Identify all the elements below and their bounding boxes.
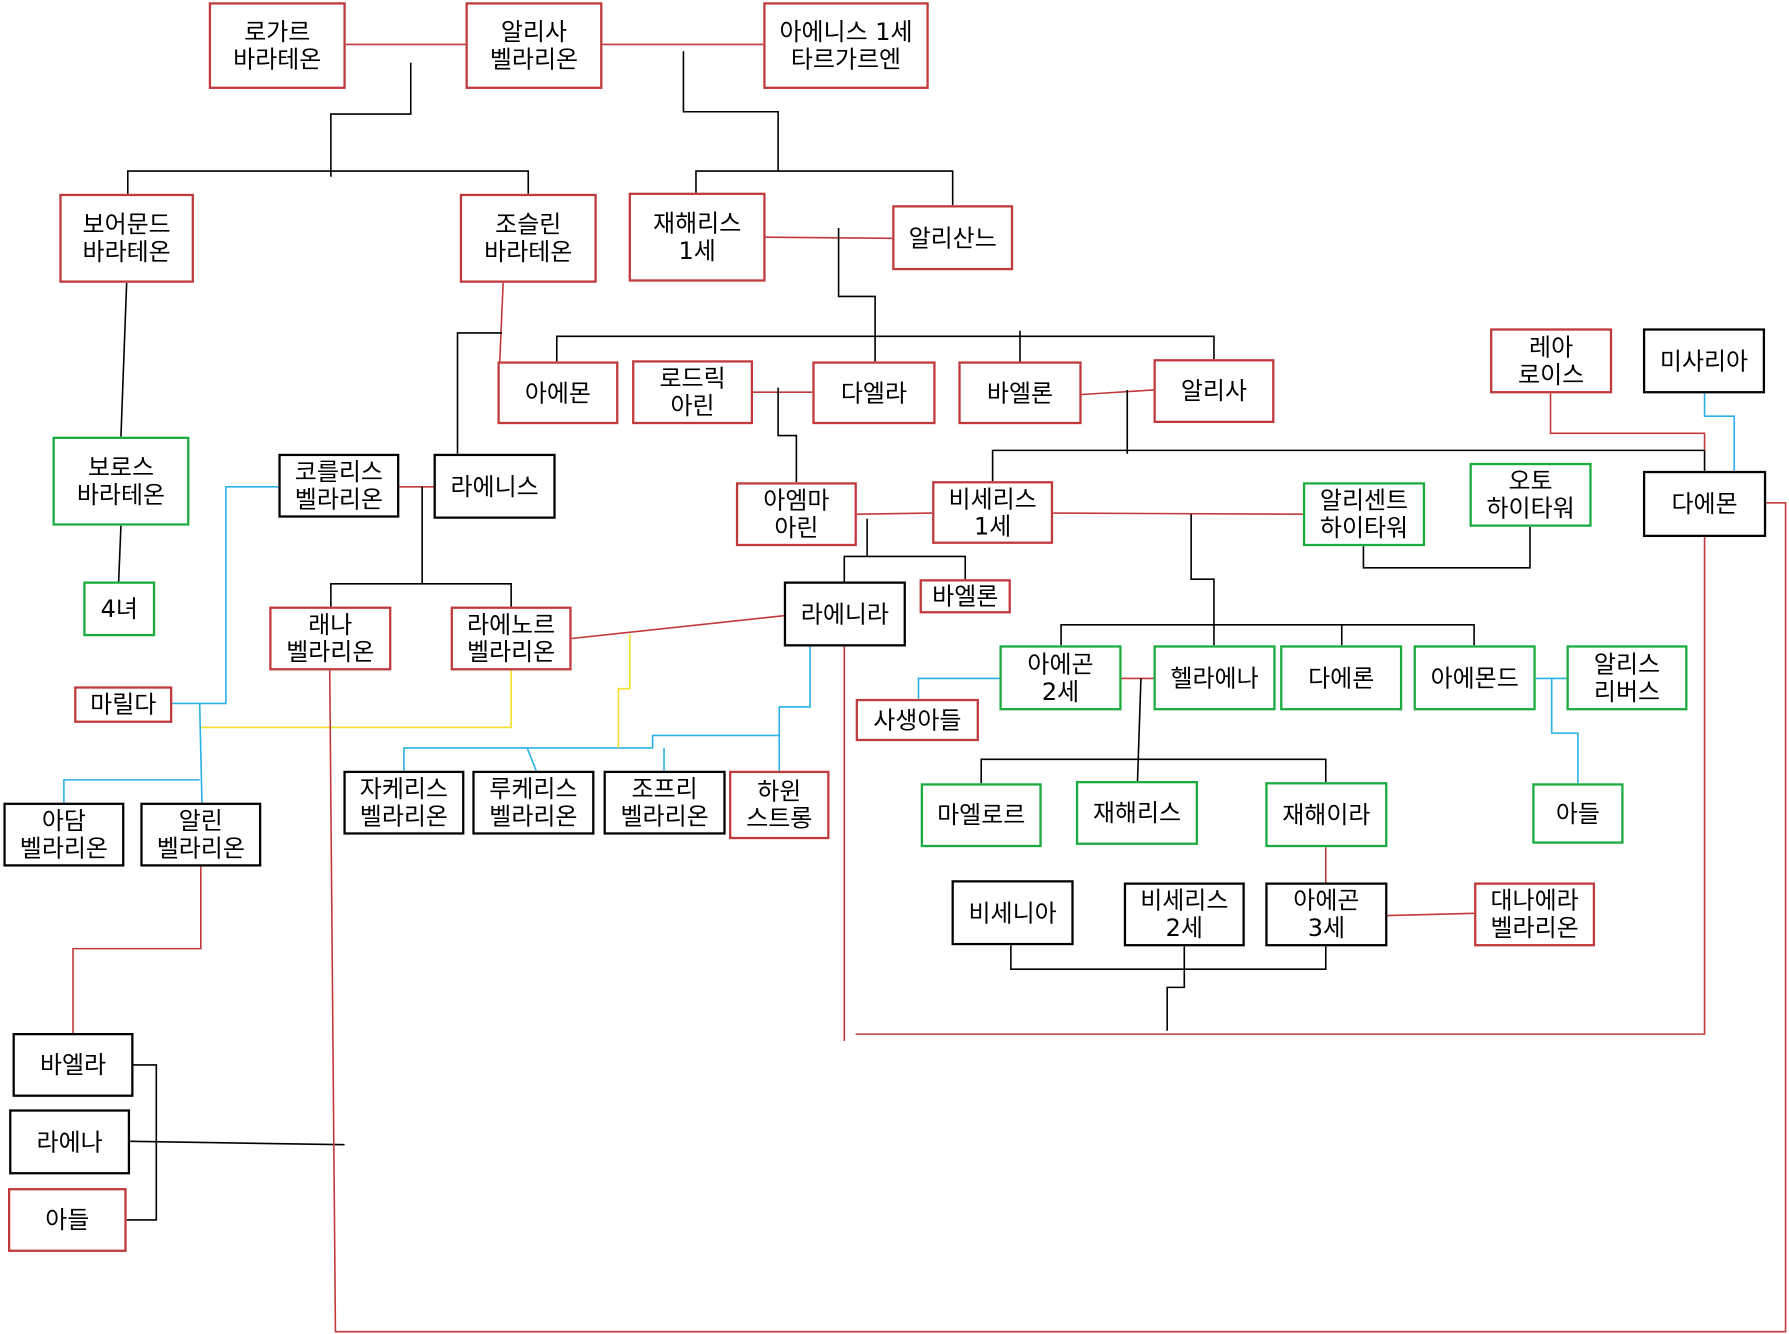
node-visenya: 비세니아 bbox=[951, 880, 1074, 946]
connector-black-13 bbox=[120, 282, 128, 437]
connector-red-12 bbox=[1081, 389, 1154, 396]
node-aemma: 아엠마 아린 bbox=[735, 482, 857, 547]
connector-black-56 bbox=[130, 1140, 345, 1146]
node-viserys-2: 비세리스 2세 bbox=[1123, 882, 1245, 947]
connector-blue-42 bbox=[1703, 393, 1736, 471]
connector-black-36 bbox=[980, 758, 1327, 784]
node-mysaria: 미사리아 bbox=[1642, 328, 1766, 394]
node-otto: 오토 하이타워 bbox=[1469, 462, 1592, 527]
node-daella: 다엘라 bbox=[812, 361, 936, 425]
node-marilda: 마릴다 bbox=[74, 686, 173, 723]
connector-blue-52 bbox=[198, 703, 203, 803]
connector-blue-48 bbox=[526, 747, 537, 772]
connector-black-35 bbox=[1136, 678, 1142, 782]
node-addam: 아담 벨라리온 bbox=[3, 802, 125, 867]
connector-black-8 bbox=[555, 335, 1215, 362]
connector-black-5 bbox=[695, 170, 954, 206]
node-jaehaera: 재해이라 bbox=[1265, 782, 1388, 848]
node-bastards: 사생아들 bbox=[855, 698, 979, 742]
connector-black-25 bbox=[867, 555, 967, 580]
node-helaena: 헬라에나 bbox=[1153, 645, 1276, 711]
connector-blue-47 bbox=[403, 734, 780, 771]
node-boremund: 보어문드 바라테온 bbox=[59, 193, 194, 283]
connector-black-15 bbox=[456, 332, 503, 454]
connector-black-39 bbox=[1010, 945, 1327, 970]
connector-yellow-51 bbox=[617, 633, 631, 748]
node-boros: 보로스 바라테온 bbox=[52, 436, 190, 526]
node-alyssa-velaryon: 알리사 벨라리온 bbox=[465, 2, 603, 89]
node-rhaena: 라에나 bbox=[9, 1109, 131, 1175]
node-daemon: 다에몬 bbox=[1642, 470, 1767, 538]
node-corlys: 코를리스 벨라리온 bbox=[278, 453, 400, 518]
connector-red-6 bbox=[765, 236, 893, 240]
connector-red-44 bbox=[571, 614, 784, 640]
node-rhea: 레아 로이스 bbox=[1490, 328, 1613, 394]
node-laena: 래나 벨라리온 bbox=[269, 606, 392, 671]
node-aemon: 아에몬 bbox=[497, 361, 619, 425]
connector-yellow-50 bbox=[199, 670, 512, 729]
node-daenaera: 대나에라 벨라리온 bbox=[1474, 882, 1596, 947]
node-son-rhaena: 아들 bbox=[7, 1188, 127, 1252]
node-jaehaerys-1: 재해리스 1세 bbox=[628, 192, 766, 282]
connector-black-24 bbox=[843, 518, 868, 582]
node-baela: 바엘라 bbox=[12, 1032, 134, 1097]
node-baelon-child: 바엘론 bbox=[919, 579, 1011, 614]
connector-blue-34 bbox=[1550, 678, 1579, 784]
connector-black-27 bbox=[1362, 526, 1531, 569]
connector-black-3 bbox=[126, 170, 530, 194]
node-son-aemond: 아들 bbox=[1532, 783, 1624, 844]
node-rhaenyra: 라에니라 bbox=[783, 581, 906, 647]
node-rogar: 로가르 바라테온 bbox=[208, 2, 346, 89]
connector-red-38 bbox=[1387, 912, 1475, 917]
connector-black-22 bbox=[991, 449, 1706, 482]
node-rodrik: 로드릭 아린 bbox=[632, 360, 754, 425]
node-alyn: 알린 벨라리온 bbox=[140, 802, 262, 867]
connector-black-4 bbox=[682, 51, 779, 172]
node-harwin: 하윈 스트롱 bbox=[729, 770, 830, 840]
connector-black-19 bbox=[330, 582, 512, 607]
connector-red-57 bbox=[328, 502, 1787, 1333]
connector-red-54 bbox=[72, 866, 202, 1033]
node-jacaerys: 자케리스 벨라리온 bbox=[343, 770, 465, 835]
node-alicent: 알리센트 하이타워 bbox=[1302, 482, 1426, 547]
connector-blue-17 bbox=[172, 486, 279, 705]
node-alys: 알리스 리버스 bbox=[1566, 645, 1688, 711]
connector-blue-32 bbox=[917, 677, 1000, 699]
connector-black-2 bbox=[330, 62, 412, 177]
node-viserys-1: 비세리스 1세 bbox=[932, 481, 1054, 544]
node-jaehaerys: 재해리스 bbox=[1075, 781, 1198, 845]
node-alyssa: 알리사 bbox=[1153, 359, 1275, 424]
node-lucerys: 루케리스 벨라리온 bbox=[472, 770, 595, 835]
connector-black-20 bbox=[777, 387, 798, 483]
connector-black-40 bbox=[1166, 946, 1186, 1031]
connector-black-29 bbox=[1060, 624, 1475, 646]
connector-red-10 bbox=[498, 282, 504, 362]
node-aemond: 아에몬드 bbox=[1413, 645, 1536, 711]
node-daeron: 다에론 bbox=[1280, 645, 1403, 711]
node-rhaenys: 라에니스 bbox=[433, 453, 556, 519]
connector-black-7 bbox=[837, 228, 876, 362]
node-aegon-3: 아에곤 3세 bbox=[1265, 882, 1388, 947]
connector-red-26 bbox=[1053, 512, 1303, 516]
connector-red-41 bbox=[1549, 393, 1706, 451]
connector-black-28 bbox=[1190, 514, 1215, 646]
node-joffrey: 조프리 벨라리온 bbox=[603, 770, 726, 835]
connector-blue-53 bbox=[63, 779, 200, 803]
connector-red-43 bbox=[855, 537, 1706, 1035]
node-aegon-2: 아에곤 2세 bbox=[999, 645, 1122, 711]
connector-blue-46 bbox=[778, 644, 811, 771]
node-alysanne: 알리산느 bbox=[892, 205, 1014, 271]
node-baelon: 바엘론 bbox=[958, 361, 1082, 425]
connector-black-14 bbox=[117, 525, 122, 582]
node-laenor: 라에노르 벨라리온 bbox=[450, 606, 572, 671]
connector-red-23 bbox=[856, 512, 933, 516]
node-four-daughters: 4녀 bbox=[83, 581, 156, 637]
node-jocelyn: 조슬린 바라테온 bbox=[459, 193, 597, 283]
node-maelor: 마엘로르 bbox=[920, 783, 1042, 848]
node-aenys-1: 아에니스 1세 타르가르엔 bbox=[763, 2, 929, 89]
